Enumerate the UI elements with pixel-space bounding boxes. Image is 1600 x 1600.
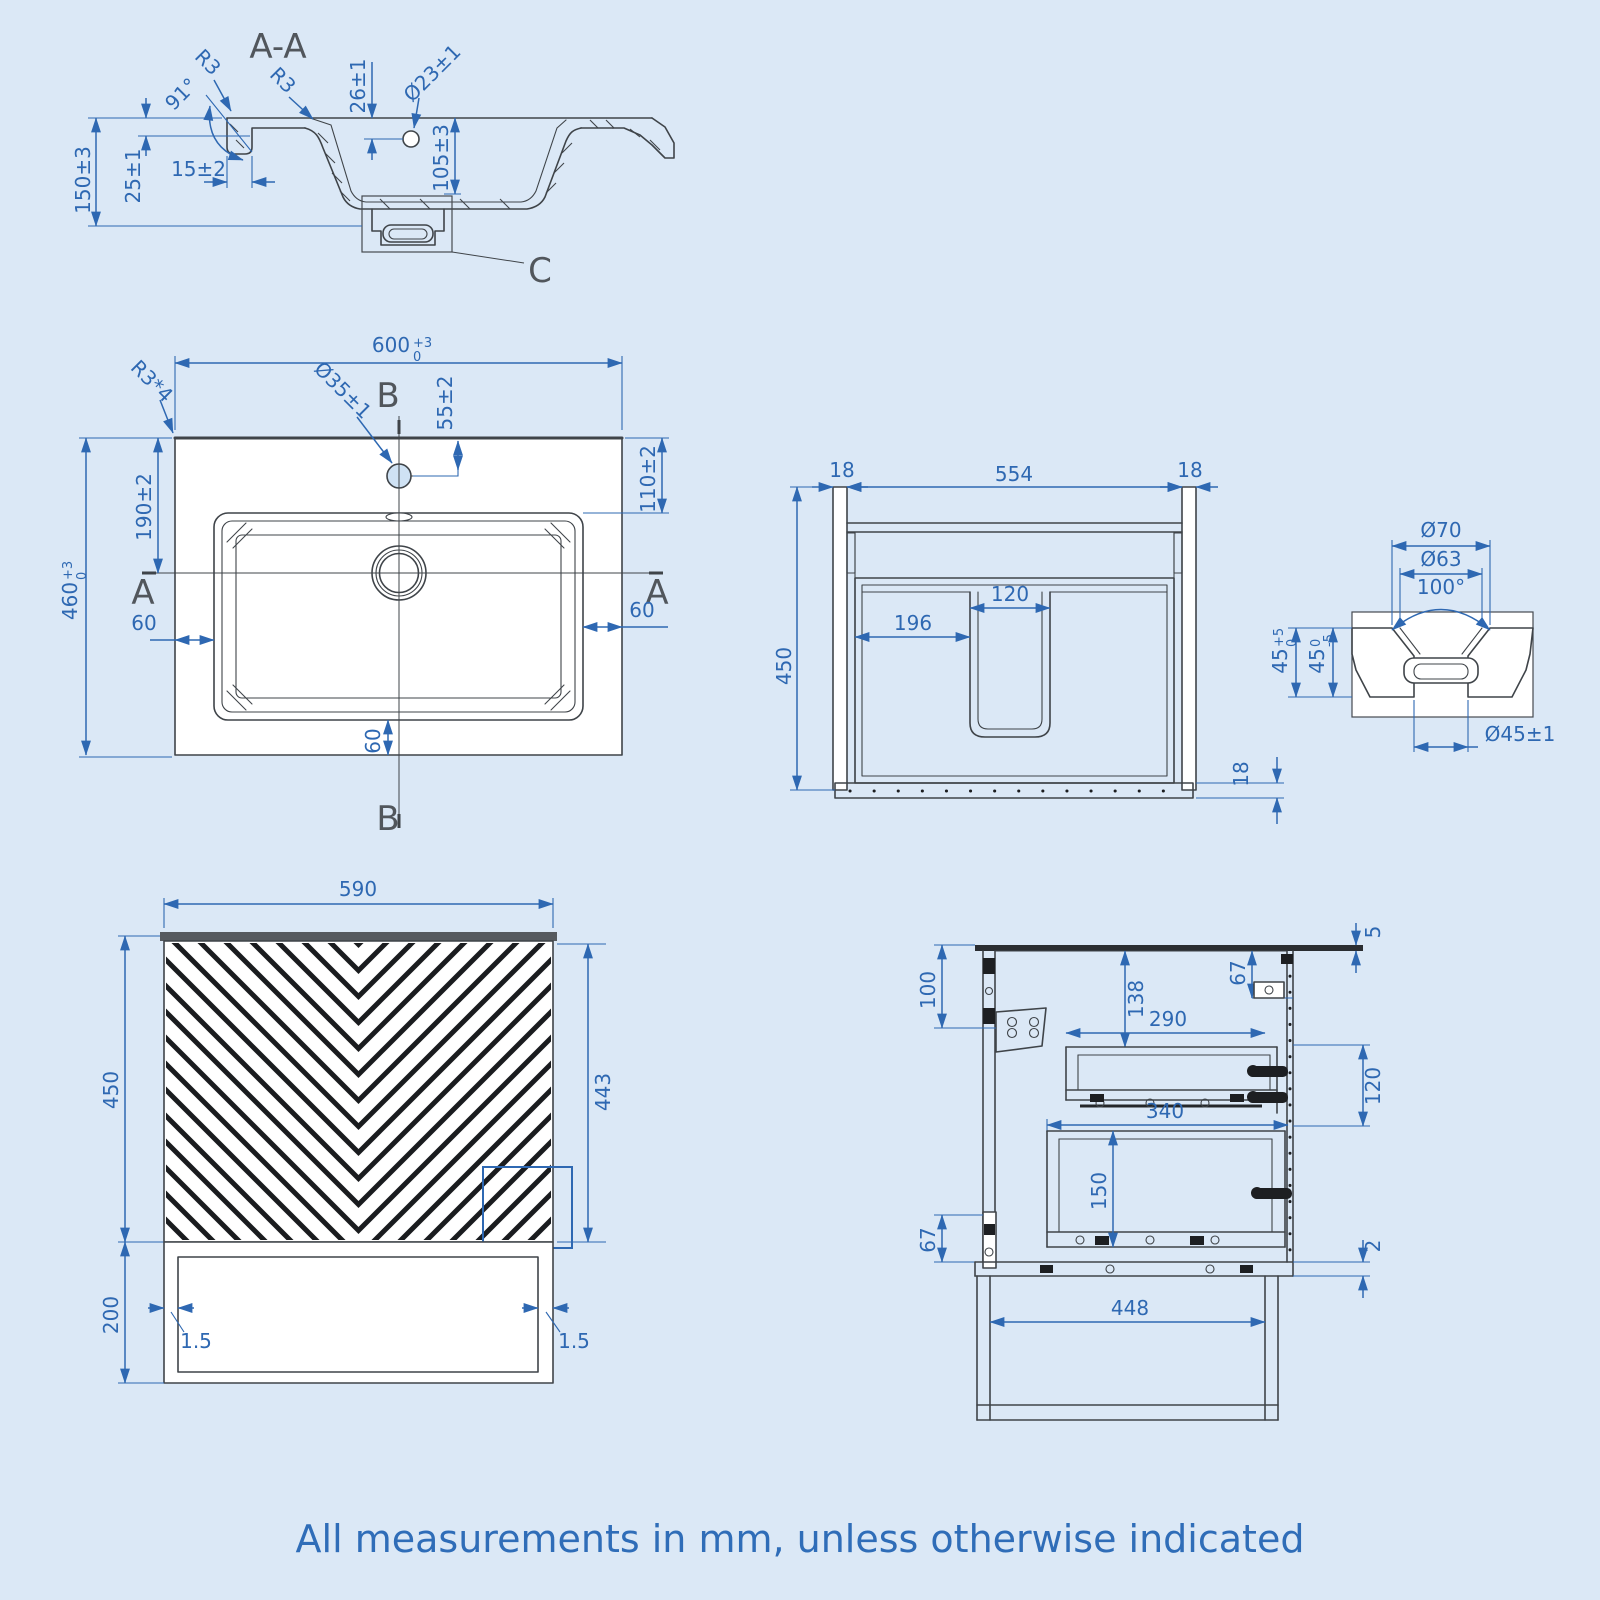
dim-margin-right: 60: [629, 598, 654, 622]
dim-panel-right: 18: [1177, 458, 1202, 482]
dim-bracket-top: 100: [916, 971, 940, 1009]
svg-text:0: 0: [1285, 639, 1300, 647]
dim-tap-offset: 55±2: [433, 376, 457, 431]
detail-c-view: Ø70 Ø63 100° 45 +5 0 45 0 -5 Ø45±1: [1268, 518, 1555, 752]
dim-panel-height: 443: [591, 1073, 615, 1111]
dim-depth-tol-plus: 45 +5 0: [1268, 628, 1300, 674]
svg-text:0: 0: [1309, 639, 1324, 647]
front-view: 18 554 18 450 196 120 18: [772, 458, 1284, 824]
dim-rim-width: 15±2: [171, 157, 226, 181]
svg-text:45: 45: [1268, 648, 1292, 673]
dim-bowl-depth: 105±3: [429, 124, 453, 192]
svg-text:0: 0: [75, 572, 90, 580]
dim-basin-offset: 110±2: [636, 445, 660, 513]
dim-overall-height: 150±3: [71, 146, 95, 214]
svg-text:45: 45: [1305, 648, 1329, 673]
dim-waste-outer: Ø70: [1420, 518, 1461, 542]
dim-drawer2-length: 340: [1146, 1099, 1184, 1123]
dim-centre-offset: 190±2: [132, 473, 156, 541]
section-marker-a-right: A: [645, 573, 668, 613]
detail-c-callout: C: [528, 251, 552, 291]
dim-drawer1-offset: 138: [1124, 980, 1148, 1018]
section-aa-view: A-A C 150±3 25±1 15±: [71, 27, 675, 291]
basin-corner-chamfers: [226, 522, 571, 711]
footer-note: All measurements in mm, unless otherwise…: [296, 1517, 1305, 1561]
upper-drawer: [1065, 1046, 1288, 1114]
dim-base-width: 448: [1111, 1296, 1149, 1320]
dim-drawer2-height: 150: [1087, 1172, 1111, 1210]
svg-text:+3: +3: [413, 336, 432, 351]
dim-gap-right: 1.5: [558, 1329, 590, 1353]
dim-margin-left: 60: [131, 611, 156, 635]
dim-front-height: 450: [772, 647, 796, 685]
dim-panel-left: 18: [829, 458, 854, 482]
dim-door-height: 450: [99, 1071, 123, 1109]
lower-drawer: [1046, 1130, 1292, 1248]
dim-notch-width: 120: [991, 582, 1029, 606]
svg-text:+3: +3: [61, 561, 76, 580]
dim-inner-width: 554: [995, 462, 1033, 486]
wall-bracket: [983, 958, 1047, 1053]
dim-top-lip: 5: [1361, 926, 1385, 939]
dim-waste-pipe: Ø45±1: [1485, 722, 1556, 746]
worktop-front-edge: [160, 932, 557, 941]
dim-notch-offset: 196: [894, 611, 932, 635]
side-section-view: 100 138 290 67 5 120 340: [916, 923, 1385, 1421]
dim-bottom-lip: 2: [1361, 1240, 1385, 1253]
dim-door-width: 590: [339, 877, 377, 901]
dim-hole-offset: 26±1: [346, 59, 370, 114]
dim-plinth-height: 200: [99, 1296, 123, 1334]
dim-drawer1-length: 290: [1149, 1007, 1187, 1031]
section-marker-a-left: A: [131, 573, 154, 613]
section-marker-b-bottom: B: [376, 799, 399, 839]
svg-text:+5: +5: [1272, 628, 1287, 647]
dim-cone-angle: 100°: [1417, 575, 1465, 599]
section-hatching: [229, 119, 661, 210]
dim-front-height: 120: [1361, 1067, 1385, 1105]
door-front-view: 590 450 443 200 1.5 1.5: [99, 877, 615, 1384]
section-marker-b-top: B: [376, 376, 399, 416]
dim-gap-left: 1.5: [180, 1329, 212, 1353]
dim-margin-bottom: 60: [361, 728, 385, 753]
dim-front-offset: 67: [1226, 960, 1250, 985]
dim-rim-depth: 25±1: [121, 149, 145, 204]
dim-base-thickness: 18: [1229, 761, 1253, 786]
svg-text:600: 600: [372, 333, 410, 357]
chevron-pattern: [166, 943, 551, 1240]
section-aa-title: A-A: [249, 27, 306, 67]
dim-plan-width: 600 +3 0: [372, 333, 432, 365]
svg-text:460: 460: [58, 582, 82, 620]
dim-depth-tol-minus: 45 0 -5: [1305, 634, 1337, 674]
detail-c-boundary: [361, 195, 453, 253]
svg-text:0: 0: [413, 350, 421, 365]
dim-plan-depth: 460 +3 0: [58, 561, 90, 620]
dim-bracket-bottom: 67: [916, 1227, 940, 1252]
dim-waste-inner: Ø63: [1420, 547, 1461, 571]
svg-text:-5: -5: [1322, 634, 1337, 647]
